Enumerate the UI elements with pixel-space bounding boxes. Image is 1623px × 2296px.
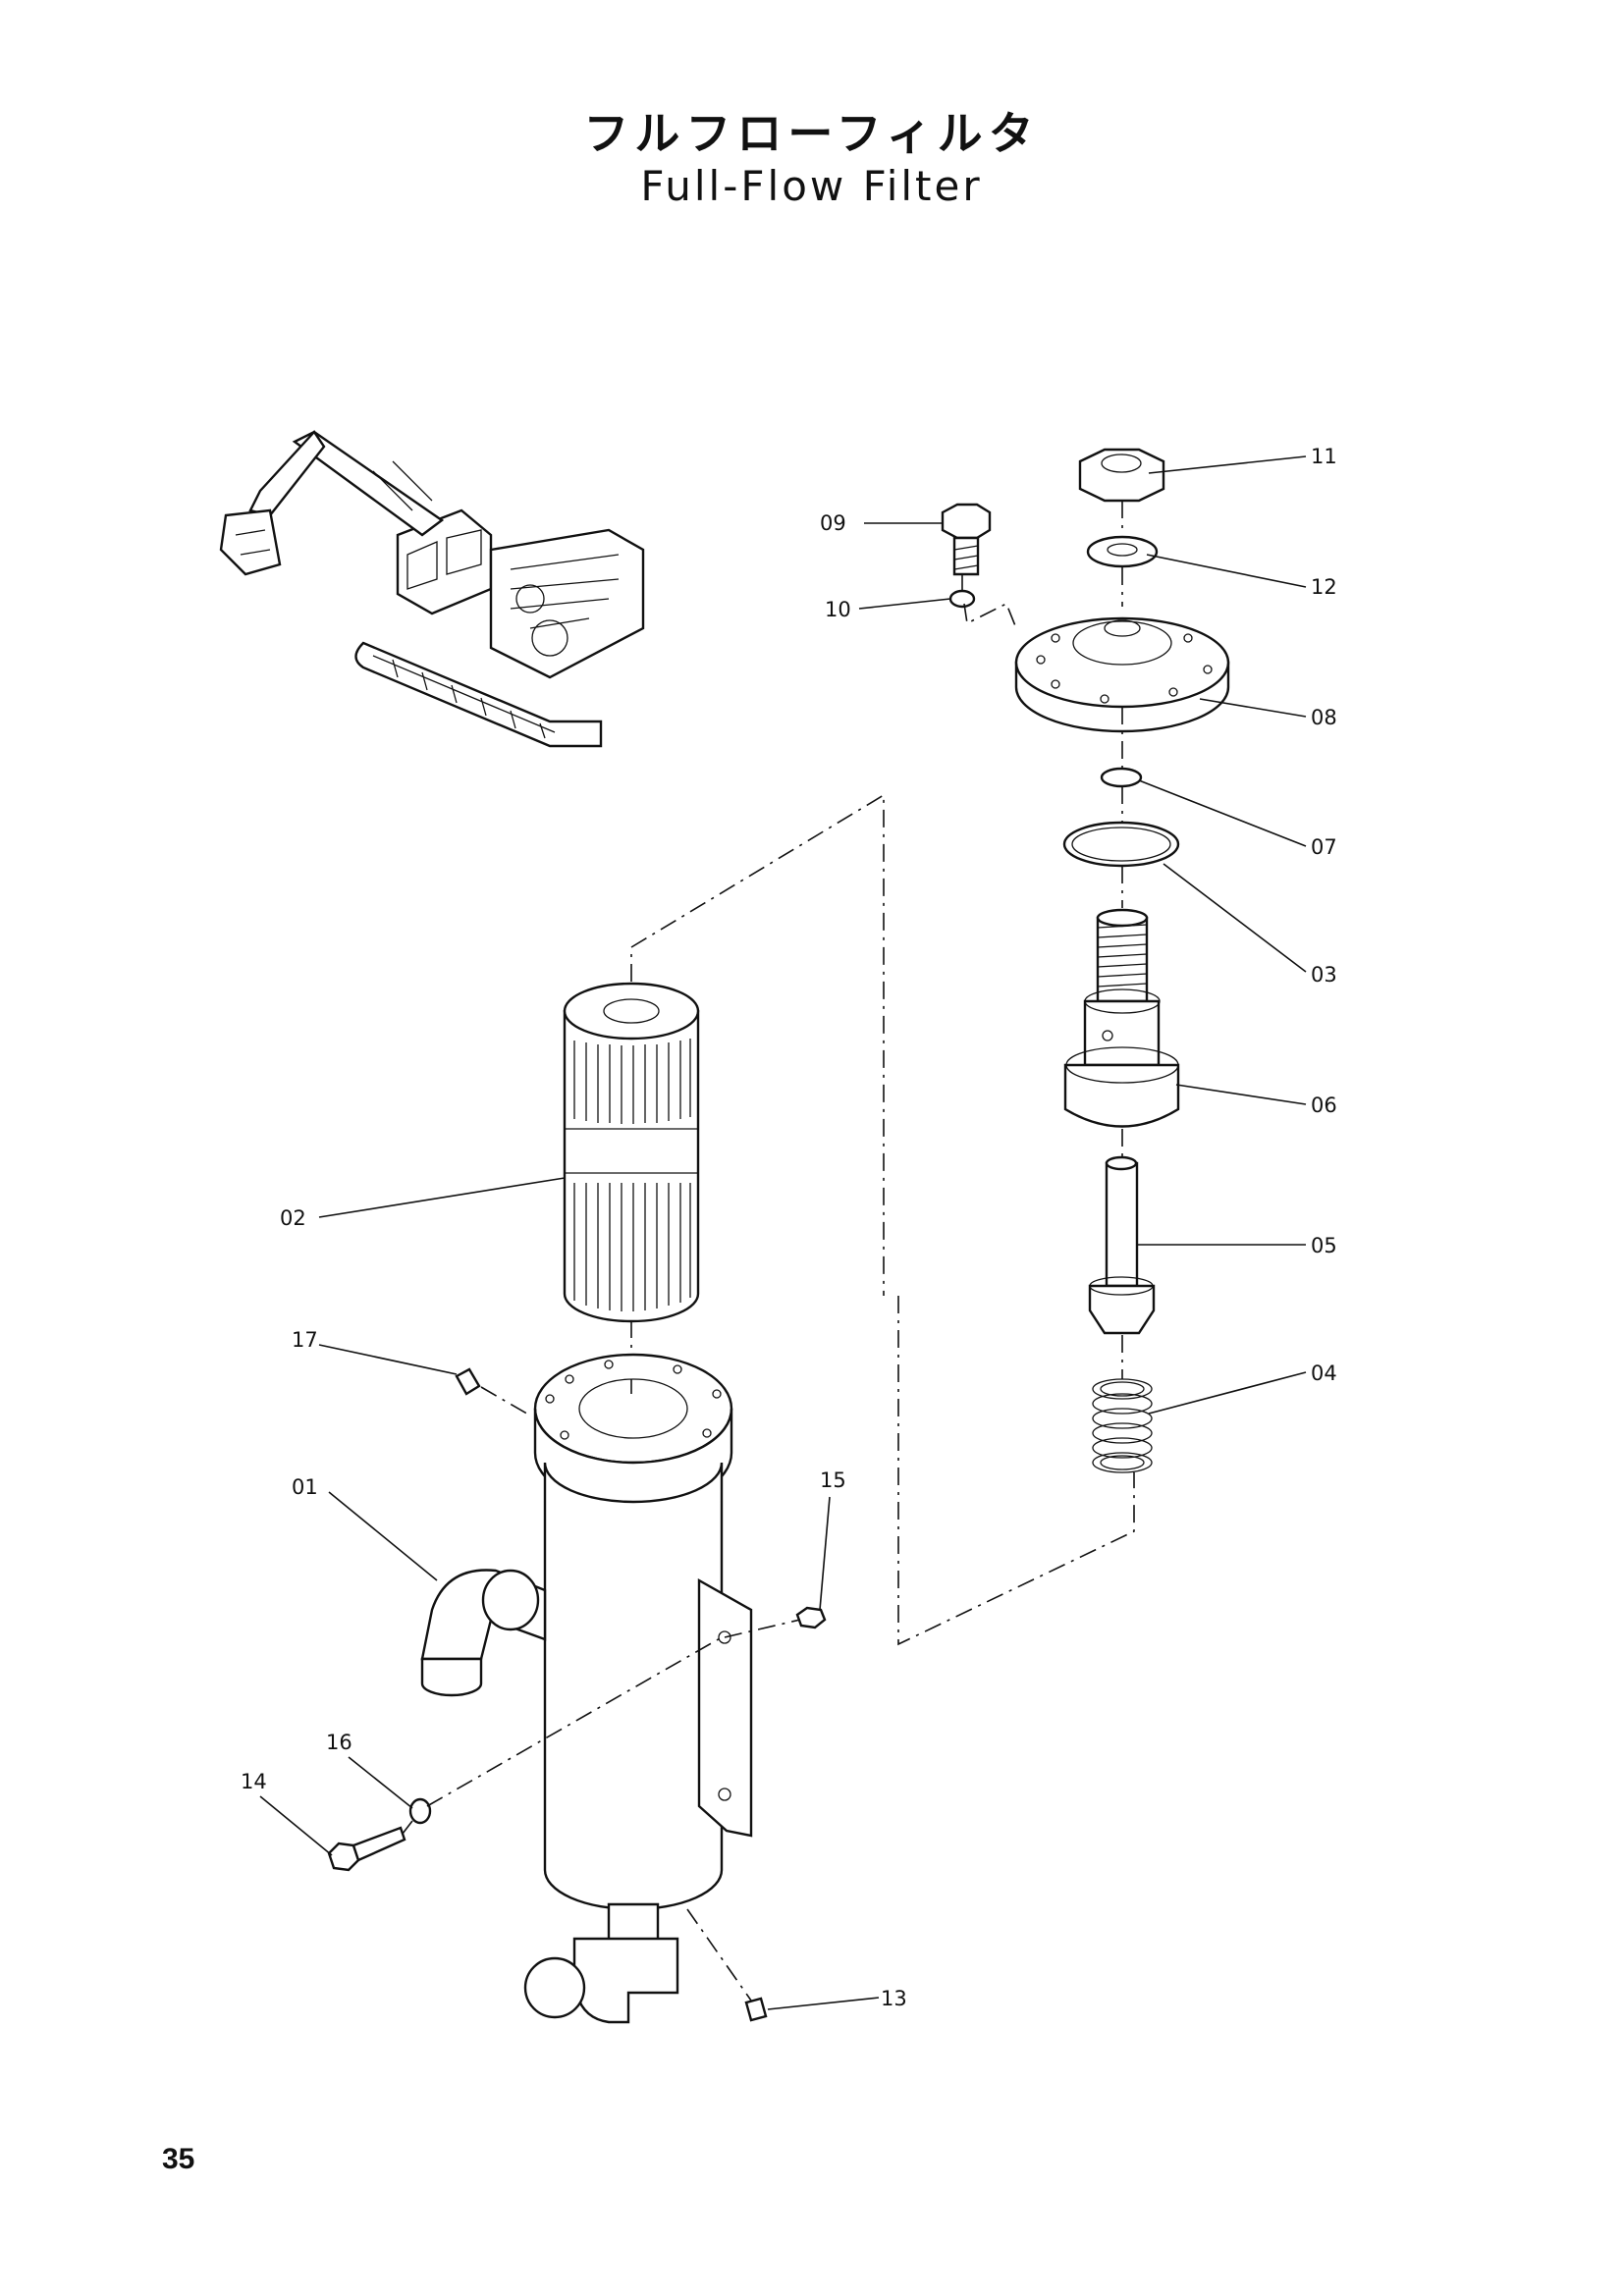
part-label-12: 12	[1311, 575, 1337, 599]
valve-plunger	[1088, 1155, 1156, 1335]
plug-13	[744, 1997, 768, 2022]
o-ring-large	[1062, 821, 1180, 868]
part-label-14: 14	[241, 1770, 267, 1793]
excavator-illustration	[219, 430, 645, 748]
page-title-english: Full-Flow Filter	[640, 162, 983, 210]
part-label-02: 02	[280, 1206, 306, 1230]
part-label-04: 04	[1311, 1362, 1337, 1385]
filter-housing	[420, 1353, 753, 2024]
washer-16	[408, 1797, 432, 1825]
part-label-07: 07	[1311, 835, 1337, 859]
part-label-15: 15	[820, 1468, 846, 1492]
plug-17	[455, 1367, 481, 1396]
part-label-17: 17	[292, 1328, 318, 1352]
hex-nut	[1078, 448, 1165, 503]
part-labels: 11 12 08 07 03 06 05 04 09 10 02 17 01 1…	[241, 445, 1337, 2010]
valve-body	[1063, 908, 1180, 1128]
part-label-09: 09	[820, 511, 846, 535]
part-label-08: 08	[1311, 706, 1337, 729]
part-label-03: 03	[1311, 963, 1337, 987]
washer-10	[948, 589, 976, 609]
part-label-05: 05	[1311, 1234, 1337, 1257]
part-label-11: 11	[1311, 445, 1337, 468]
part-label-13: 13	[881, 1987, 907, 2010]
spring	[1092, 1378, 1153, 1473]
part-label-06: 06	[1311, 1094, 1337, 1117]
nut-15	[795, 1606, 827, 1629]
bolt-09	[941, 503, 992, 576]
filter-element	[563, 982, 700, 1323]
lock-washer	[1086, 535, 1159, 568]
leader-lines	[259, 455, 1307, 2010]
part-label-10: 10	[825, 598, 851, 621]
part-label-16: 16	[326, 1731, 352, 1754]
assembly-lines	[402, 501, 1135, 2002]
o-ring-small	[1100, 767, 1143, 788]
page-number: 35	[162, 2143, 195, 2175]
bolt-14	[327, 1826, 406, 1872]
part-label-01: 01	[292, 1475, 318, 1499]
page-title-japanese: フルフローフィルタ	[583, 107, 1040, 160]
